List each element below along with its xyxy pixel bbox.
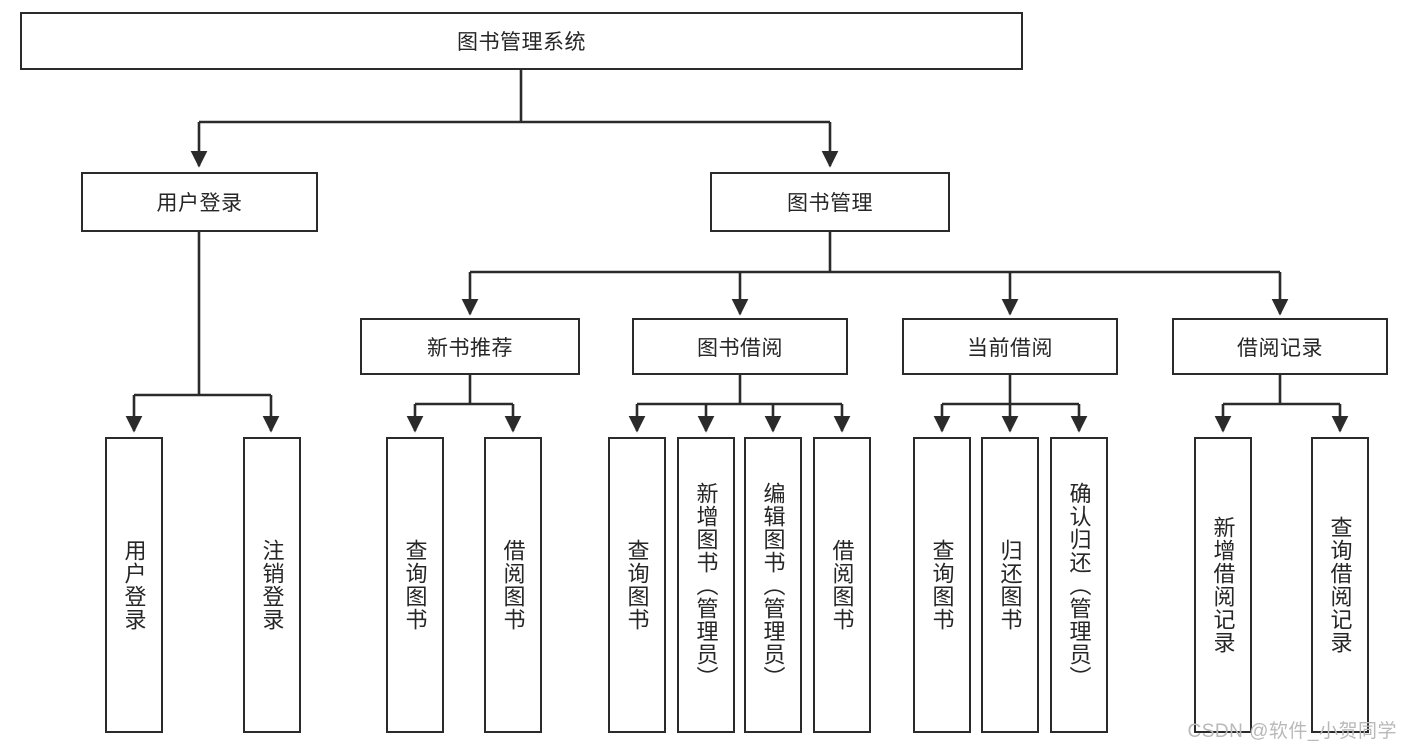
node-label: 新书推荐 xyxy=(427,336,513,360)
node-label: 查询图书 xyxy=(929,539,955,631)
node-book-management[interactable]: 图书管理 xyxy=(710,172,950,232)
node-label: 编辑图书（管理员） xyxy=(760,481,786,689)
node-leaf-edit-book-admin[interactable]: 编辑图书（管理员） xyxy=(744,437,802,733)
node-new-book-recommend[interactable]: 新书推荐 xyxy=(360,318,580,375)
node-leaf-logout-login[interactable]: 注销登录 xyxy=(243,437,301,733)
node-label: 借阅图书 xyxy=(500,539,526,631)
node-label: 借阅图书 xyxy=(829,539,855,631)
node-label: 图书借阅 xyxy=(697,336,783,360)
node-borrow-record[interactable]: 借阅记录 xyxy=(1172,318,1388,375)
node-leaf-borrow-book-1[interactable]: 借阅图书 xyxy=(484,437,542,733)
node-leaf-confirm-return-admin[interactable]: 确认归还（管理员） xyxy=(1050,437,1108,733)
node-label: 图书管理系统 xyxy=(457,31,586,54)
node-label: 注销登录 xyxy=(259,539,285,631)
node-label: 借阅记录 xyxy=(1237,336,1323,360)
node-label: 图书管理 xyxy=(787,192,873,215)
node-book-borrow[interactable]: 图书借阅 xyxy=(632,318,848,375)
node-label: 确认归还（管理员） xyxy=(1066,481,1092,689)
node-leaf-user-login[interactable]: 用户登录 xyxy=(105,437,163,733)
node-user-login[interactable]: 用户登录 xyxy=(81,172,318,232)
node-book-management-system[interactable]: 图书管理系统 xyxy=(20,12,1023,70)
node-current-borrow[interactable]: 当前借阅 xyxy=(902,318,1118,375)
watermark: CSDN @软件_小贺同学 xyxy=(1187,721,1397,742)
node-leaf-query-borrow-record[interactable]: 查询借阅记录 xyxy=(1311,437,1369,733)
node-leaf-add-borrow-record[interactable]: 新增借阅记录 xyxy=(1194,437,1252,733)
node-leaf-return-book[interactable]: 归还图书 xyxy=(981,437,1039,733)
node-label: 归还图书 xyxy=(997,539,1023,631)
node-leaf-borrow-book-2[interactable]: 借阅图书 xyxy=(813,437,871,733)
node-label: 当前借阅 xyxy=(967,336,1053,360)
node-leaf-query-book-1[interactable]: 查询图书 xyxy=(386,437,444,733)
node-leaf-query-book-2[interactable]: 查询图书 xyxy=(608,437,666,733)
node-label: 用户登录 xyxy=(121,539,147,631)
node-label: 用户登录 xyxy=(156,192,243,215)
node-label: 查询图书 xyxy=(402,539,428,631)
node-label: 新增图书（管理员） xyxy=(693,481,719,689)
node-label: 查询图书 xyxy=(624,539,650,631)
node-label: 查询借阅记录 xyxy=(1327,516,1353,654)
node-leaf-add-book-admin[interactable]: 新增图书（管理员） xyxy=(677,437,735,733)
node-label: 新增借阅记录 xyxy=(1210,516,1236,654)
node-leaf-query-book-3[interactable]: 查询图书 xyxy=(913,437,971,733)
